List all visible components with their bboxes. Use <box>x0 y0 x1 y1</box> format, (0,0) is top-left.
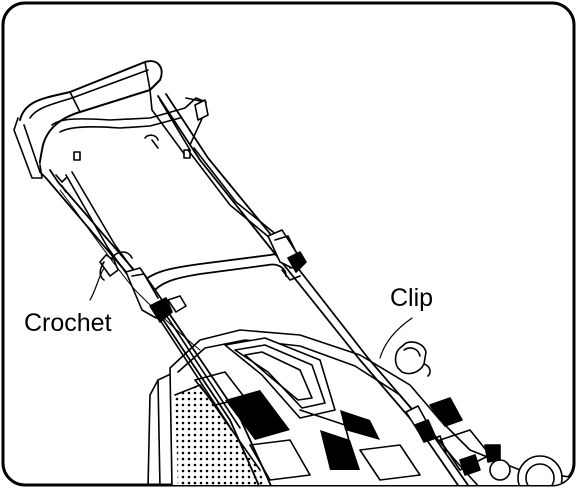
clip-part <box>394 341 431 377</box>
clip-label: Clip <box>390 284 433 312</box>
right-upper-clamp <box>267 229 307 281</box>
control-cable <box>59 189 201 351</box>
left-lower-clamp <box>125 267 187 323</box>
crochet-hook <box>99 251 133 281</box>
right-lower-clamp <box>405 405 447 453</box>
mower-handle <box>13 60 471 485</box>
crochet-leader-line <box>89 267 105 301</box>
clip-leader-line <box>379 317 413 359</box>
mower-body <box>147 329 574 485</box>
crochet-label: Crochet <box>24 309 112 337</box>
